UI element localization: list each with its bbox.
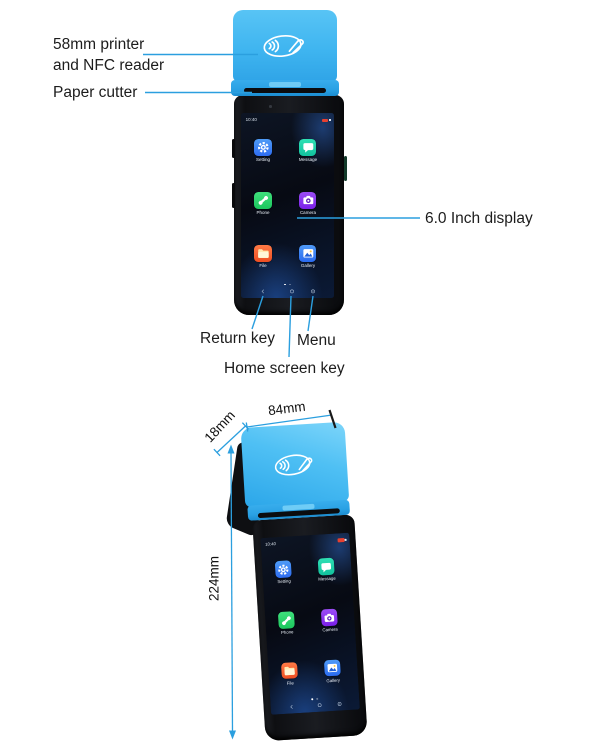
menu-icon bbox=[337, 702, 342, 707]
app-message: Message bbox=[292, 138, 324, 163]
app-file: File bbox=[247, 244, 279, 269]
display-screen-front: 10:40 Setting Message Phone Camera bbox=[241, 113, 334, 298]
camera-icon bbox=[302, 195, 313, 205]
app-label: Camera bbox=[322, 626, 338, 633]
app-label: Phone bbox=[256, 210, 270, 216]
status-time: 10:40 bbox=[264, 540, 277, 547]
app-label: File bbox=[286, 680, 294, 686]
app-label: Setting bbox=[256, 157, 271, 163]
height-dimension-label: 224mm bbox=[206, 556, 222, 602]
dimension-tick bbox=[213, 448, 221, 457]
app-camera: Camera bbox=[292, 191, 324, 216]
back-icon bbox=[289, 705, 294, 710]
menu-icon bbox=[311, 289, 316, 294]
chat-icon bbox=[321, 562, 332, 572]
arrow-down bbox=[229, 730, 236, 740]
nav-bar bbox=[271, 701, 360, 712]
app-label: Camera bbox=[299, 210, 316, 216]
printer-label-line1: 58mm printer bbox=[53, 36, 145, 53]
printer-cover-perspective bbox=[240, 421, 350, 508]
app-setting: Setting bbox=[247, 138, 279, 163]
paper-cutter-slot bbox=[244, 88, 326, 93]
app-phone: Phone bbox=[247, 191, 279, 216]
display-label: 6.0 Inch display bbox=[425, 210, 533, 227]
printer-nfc-label: 58mm printer and NFC reader bbox=[53, 34, 164, 76]
back-icon bbox=[261, 289, 266, 294]
app-gallery: Gallery bbox=[292, 244, 324, 269]
app-file: File bbox=[274, 662, 306, 687]
gear-icon bbox=[257, 141, 269, 153]
folder-icon bbox=[284, 666, 295, 676]
app-label: Message bbox=[318, 575, 336, 582]
return-key-label: Return key bbox=[200, 330, 275, 347]
photo-icon bbox=[327, 663, 338, 673]
battery-icon bbox=[337, 538, 345, 543]
app-gallery: Gallery bbox=[317, 659, 349, 684]
power-button bbox=[231, 183, 235, 208]
home-icon bbox=[317, 703, 322, 708]
nfc-contactless-icon bbox=[263, 34, 305, 58]
app-message: Message bbox=[311, 558, 343, 583]
gear-icon bbox=[278, 564, 289, 575]
chat-icon bbox=[302, 142, 313, 153]
scan-button bbox=[343, 156, 347, 181]
app-label: File bbox=[259, 263, 267, 269]
app-setting: Setting bbox=[268, 560, 300, 585]
photo-icon bbox=[302, 249, 313, 258]
app-label: Phone bbox=[280, 629, 294, 636]
page-indicator-dots bbox=[241, 283, 334, 286]
pos-terminal-perspective-view: 10:40 Setting Message Phone bbox=[224, 418, 368, 745]
menu-key-label: Menu bbox=[297, 332, 336, 349]
status-time: 10:40 bbox=[245, 116, 257, 122]
printer-cover bbox=[233, 10, 337, 82]
app-camera: Camera bbox=[314, 608, 346, 634]
home-key-label: Home screen key bbox=[224, 360, 345, 377]
printer-front-lip bbox=[231, 80, 339, 96]
front-camera-dot bbox=[269, 105, 272, 108]
folder-icon bbox=[257, 249, 269, 258]
app-label: Gallery bbox=[300, 263, 316, 269]
volume-button bbox=[231, 139, 235, 158]
app-phone: Phone bbox=[271, 611, 303, 636]
app-label: Gallery bbox=[326, 677, 341, 684]
home-icon bbox=[290, 289, 295, 294]
nfc-contactless-icon bbox=[274, 454, 313, 476]
app-label: Message bbox=[298, 157, 318, 163]
battery-icon bbox=[321, 118, 331, 123]
phone-icon bbox=[282, 615, 291, 625]
width-dimension-label: 84mm bbox=[267, 398, 307, 419]
phone-icon bbox=[258, 195, 268, 205]
printer-label-line2: and NFC reader bbox=[53, 57, 165, 74]
paper-cutter-label: Paper cutter bbox=[53, 84, 138, 101]
app-label: Setting bbox=[277, 578, 291, 585]
nav-bar bbox=[241, 289, 334, 295]
display-screen-perspective: 10:40 Setting Message Phone bbox=[260, 532, 360, 715]
cover-latch bbox=[269, 82, 301, 87]
camera-icon bbox=[324, 613, 335, 622]
